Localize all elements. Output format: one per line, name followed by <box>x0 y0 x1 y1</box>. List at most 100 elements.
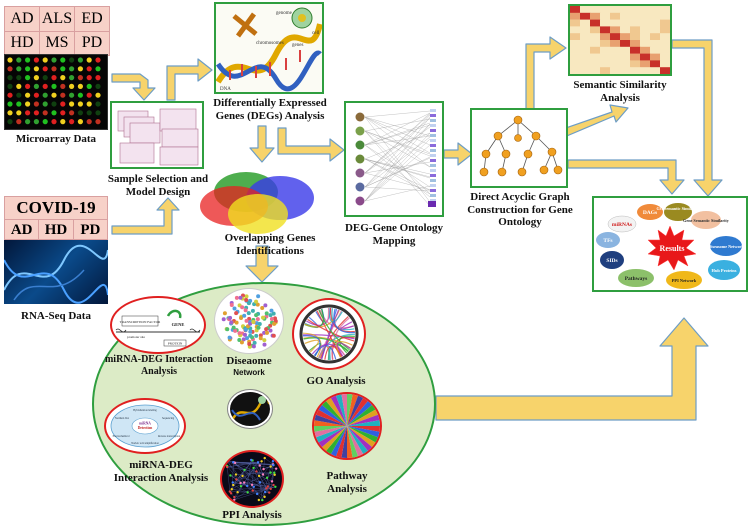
tf-label-promoter: promoter site <box>127 335 145 339</box>
mirna-detection-diagram: miRNA Detection Hybridization labeling S… <box>110 404 181 448</box>
microarray-dots <box>7 57 101 125</box>
results-node <box>666 271 702 289</box>
mirna-tech: Reverse transcription <box>158 435 181 438</box>
arrow-analysis-to-results <box>435 317 709 421</box>
go-analysis-circle <box>292 298 366 370</box>
ppi-analysis-circle <box>220 450 284 508</box>
label-diseaome: Diseaome <box>226 355 272 367</box>
disease-cell: ED <box>75 7 109 31</box>
disease-grid-top: AD ALS ED HD MS PD <box>4 6 110 56</box>
results-center-label: Results <box>660 244 685 253</box>
label-deg-go: DEG-Gene Ontology Mapping <box>344 222 444 247</box>
arrow-microarray-to-sample <box>111 73 156 101</box>
disease-cell: AD <box>5 220 40 240</box>
disease-cell: ALS <box>40 7 74 31</box>
results-starburst <box>647 225 697 271</box>
rnaseq-image <box>4 240 108 304</box>
semantic-heatmap-box <box>568 4 672 76</box>
results-node-label: DAGs <box>643 210 657 216</box>
mirna-tech: Sequencing <box>162 417 175 420</box>
disease-cell: HD <box>5 31 39 55</box>
label-ppi: PPI Analysis <box>222 509 282 521</box>
center-dna-icon <box>228 390 272 428</box>
results-node <box>708 260 740 280</box>
results-node-label: SIDs <box>606 258 617 264</box>
disease-cell: PD <box>75 31 109 55</box>
arrow-mapping-to-dag <box>443 142 473 166</box>
diseaome-network-circle <box>214 288 284 354</box>
semantic-heatmap <box>570 6 671 75</box>
mirna-center-a: miRNA <box>139 422 151 426</box>
dna-label-genes: genes <box>292 43 303 48</box>
deg-go-mapping-box <box>344 101 444 217</box>
arrow-semantic-to-results <box>671 39 723 197</box>
results-node <box>664 203 692 221</box>
mirna-center-b: Detection <box>138 426 153 430</box>
results-diagram: DAGs GO Semantic Similarity Gene Semanti… <box>596 203 744 289</box>
label-pathway: Pathway Analysis <box>326 470 368 495</box>
results-node-label: PPI Network <box>672 278 697 283</box>
arrow-overlap-to-analysis <box>245 245 279 283</box>
label-mirna-bottom: miRNA-DEG Interaction Analysis <box>113 459 209 484</box>
results-node-label: Gene Semantic Similarity <box>683 218 730 223</box>
center-icon-art <box>230 395 270 421</box>
covid-label: COVID-19 <box>5 197 107 220</box>
label-diseaome-sub: Network <box>233 368 265 377</box>
label-dag: Direct Acyclic Graph Construction for Ge… <box>467 191 573 229</box>
mirna-tech: Nucleic acid amplification <box>131 442 159 445</box>
results-box: DAGs GO Semantic Similarity Gene Semanti… <box>592 196 748 292</box>
dna-strands <box>4 244 108 304</box>
tf-label-factor: TRANSCRIPTION FACTOR <box>120 320 161 324</box>
venn-diagram <box>200 172 314 234</box>
arrow-dag-to-semantic <box>525 36 567 111</box>
arrow-dag-to-results <box>567 159 685 195</box>
results-node <box>600 251 624 269</box>
arrow-rnaseq-to-sample <box>111 197 180 235</box>
covid-grid: COVID-19 AD HD PD <box>4 196 108 240</box>
pathway-fan <box>314 394 380 458</box>
mirna-detection-circle: miRNA Detection Hybridization labeling S… <box>104 398 186 454</box>
tf-diagram: TRANSCRIPTION FACTOR GENE promoter site … <box>115 309 201 347</box>
disease-cell: PD <box>80 222 101 238</box>
results-node <box>691 211 721 229</box>
disease-cell: HD <box>39 220 74 240</box>
dna-label-cell: cell <box>312 31 320 36</box>
disease-cell: MS <box>40 31 74 55</box>
results-node-label: GO Semantic Similarity <box>656 206 700 211</box>
sample-tables <box>117 108 199 166</box>
results-node <box>596 232 620 248</box>
label-deg: Differentially Expressed Genes (DEGs) An… <box>213 97 327 122</box>
mirna-tech: Hybridization labeling <box>133 409 157 412</box>
results-node-label: Hub Proteins <box>712 268 737 273</box>
ppi-network <box>225 456 278 502</box>
deg-dna-box: genome cell chromosomes genes DNA <box>214 2 324 94</box>
dag-box <box>470 108 568 188</box>
disease-cell: AD <box>5 7 39 31</box>
dna-label-dna: DNA <box>220 87 231 92</box>
tf-label-protein: PROTEIN <box>168 342 183 346</box>
go-chord <box>299 304 359 364</box>
results-node-label: Pathways <box>625 276 648 282</box>
arrow-dag-to-semantic-label <box>559 104 629 139</box>
microarray-image <box>4 54 108 130</box>
mapping-network <box>355 109 436 207</box>
dna-helix-illustration: genome cell chromosomes genes DNA <box>215 7 323 92</box>
tf-label-gene: GENE <box>172 322 185 327</box>
results-node-label: miRNAs <box>612 222 632 228</box>
dag-graph <box>479 115 563 177</box>
label-semantic: Semantic Similarity Analysis <box>573 79 667 104</box>
mirna-tech: Electrochemical <box>113 435 130 438</box>
dna-label-chromosomes: chromosomes <box>256 41 284 46</box>
arrow-sample-to-deg <box>166 58 213 101</box>
diseaome-dots <box>221 293 278 349</box>
results-node-label: TFs <box>603 238 612 244</box>
tf-diagram-circle: TRANSCRIPTION FACTOR GENE promoter site … <box>110 296 206 354</box>
label-mirna-top: miRNA-DEG Interaction Analysis <box>104 354 214 377</box>
arrow-deg-to-mapping <box>277 127 345 162</box>
label-sample: Sample Selection and Model Design <box>107 173 209 198</box>
pathway-analysis-circle <box>312 392 382 460</box>
mirna-tech: Northern blot <box>115 417 129 420</box>
arrow-deg-to-overlap <box>249 125 275 163</box>
results-node-label: Diseasome Network <box>708 244 744 249</box>
